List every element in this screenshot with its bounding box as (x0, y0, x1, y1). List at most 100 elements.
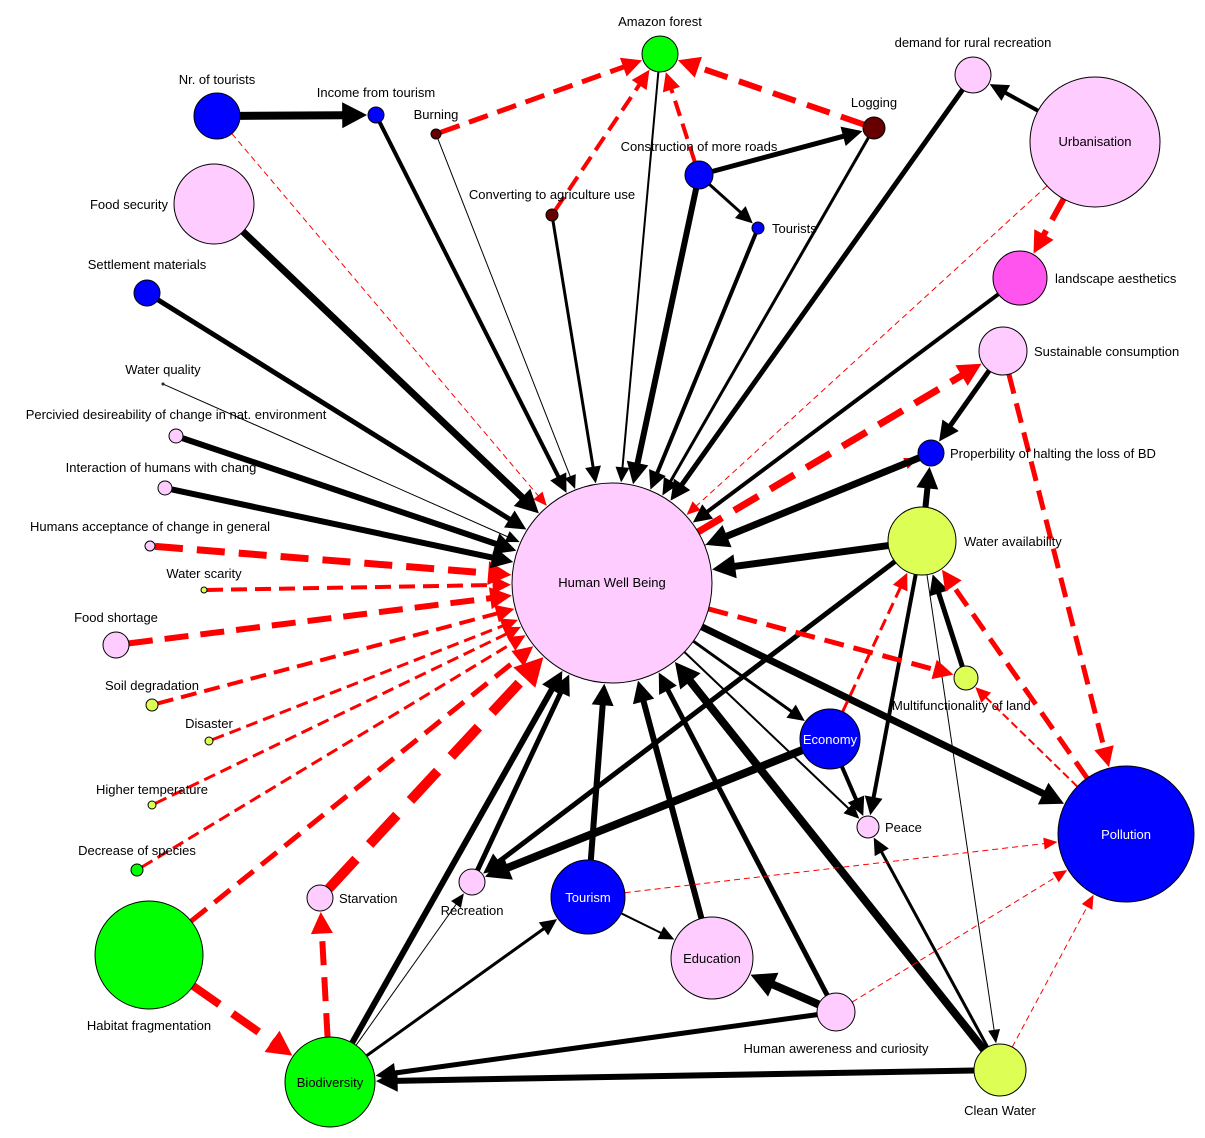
node-food-short[interactable] (102, 631, 130, 659)
node-pollution[interactable] (1057, 765, 1195, 903)
node-burning[interactable] (430, 128, 442, 140)
node-label-sust-cons: Sustainable consumption (1034, 344, 1179, 359)
arrowhead (1033, 229, 1054, 254)
node-label-habitat: Habitat fragmentation (87, 1018, 211, 1033)
node-biodiversity[interactable] (284, 1036, 376, 1128)
edge-line (190, 982, 276, 1046)
edge-tourism-to-hwb (587, 683, 614, 861)
node-water-quality[interactable] (161, 382, 165, 386)
node-label-burning: Burning (414, 107, 459, 122)
node-label-soil: Soil degradation (105, 678, 199, 693)
arrowhead (692, 504, 714, 523)
edge-line (708, 183, 743, 215)
edge-starvation-to-hwb (325, 657, 544, 892)
arrowhead (538, 919, 558, 936)
arrowhead (864, 795, 883, 816)
arrowhead (632, 680, 655, 705)
arrowhead (712, 554, 737, 579)
edge-line (157, 611, 500, 706)
arrowhead (657, 926, 675, 940)
node-higher-temp[interactable] (147, 800, 157, 810)
node-food-sec[interactable] (173, 163, 255, 245)
node-label-landscape: landscape aesthetics (1055, 271, 1177, 286)
node-perceived[interactable] (168, 428, 184, 444)
edge-line (664, 687, 830, 997)
node-label-converting: Converting to agriculture use (469, 187, 635, 202)
edge-line (654, 232, 758, 476)
edge-hwb-to-economy (692, 639, 805, 721)
node-awareness[interactable] (816, 992, 856, 1032)
edge-line (504, 746, 804, 873)
node-water-avail[interactable] (887, 506, 957, 576)
node-starvation[interactable] (306, 884, 334, 912)
node-label-tourism: Tourism (565, 890, 611, 905)
node-converting[interactable] (545, 208, 559, 222)
node-tourism[interactable] (550, 859, 626, 935)
node-income-tourism[interactable] (367, 106, 385, 124)
node-water-scarity[interactable] (200, 586, 208, 594)
arrowhead (989, 84, 1011, 101)
edge-converting-to-amazon (553, 69, 650, 212)
node-soil[interactable] (145, 698, 159, 712)
edge-hwb-to-sust-cons (696, 363, 982, 535)
edge-perceived-to-hwb (181, 435, 517, 555)
node-clean-water[interactable] (973, 1043, 1027, 1097)
node-multifunc[interactable] (953, 665, 979, 691)
edge-income-tourism-to-hwb (377, 121, 567, 493)
node-recreation[interactable] (458, 868, 486, 896)
edge-habitat-to-hwb (189, 646, 534, 924)
edge-line (624, 842, 1047, 894)
arrowhead (931, 659, 954, 680)
node-education[interactable] (670, 916, 754, 1000)
node-label-nr-tourists: Nr. of tourists (179, 72, 256, 87)
edge-line (947, 369, 992, 429)
node-logging[interactable] (862, 116, 886, 140)
node-tourists[interactable] (751, 221, 765, 235)
node-amazon[interactable] (641, 35, 679, 73)
nodes-layer (94, 35, 1195, 1128)
arrowhead (686, 501, 701, 515)
node-label-food-sec: Food security (90, 197, 169, 212)
node-prop-halt[interactable] (917, 439, 945, 467)
edge-line (587, 703, 606, 861)
arrowhead (591, 683, 614, 707)
node-roads[interactable] (684, 160, 714, 190)
arrowhead (564, 474, 576, 489)
node-interaction[interactable] (157, 480, 173, 496)
edge-sust-cons-to-prop-halt (939, 369, 992, 442)
node-label-disaster: Disaster (185, 716, 233, 731)
arrowhead (988, 1028, 1001, 1044)
edge-roads-to-hwb (626, 188, 700, 485)
edge-clean-water-to-biodiversity (375, 1067, 975, 1092)
node-urbanisation[interactable] (1029, 76, 1161, 208)
node-peace[interactable] (856, 815, 880, 839)
node-economy[interactable] (799, 708, 861, 770)
arrowhead (662, 72, 681, 93)
arrowhead (786, 704, 805, 721)
node-decrease-species[interactable] (130, 863, 144, 877)
node-habitat[interactable] (94, 900, 204, 1010)
node-hwb[interactable] (511, 482, 713, 684)
edge-biodiversity-to-recreation (355, 893, 464, 1046)
node-sust-cons[interactable] (978, 326, 1028, 376)
edge-logging-to-amazon (677, 56, 865, 128)
arrowhead (677, 56, 702, 78)
node-demand-rural[interactable] (954, 56, 992, 94)
arrowhead (375, 1063, 397, 1083)
node-settlement[interactable] (133, 279, 161, 307)
node-humans-accept[interactable] (144, 540, 156, 552)
edge-line (704, 292, 1000, 515)
edge-food-sec-to-hwb (240, 229, 539, 514)
edge-pollution-to-multifunc (975, 687, 1079, 788)
node-nr-tourists[interactable] (193, 92, 241, 140)
edge-line (377, 121, 561, 480)
node-disaster[interactable] (204, 736, 214, 746)
node-label-amazon: Amazon forest (618, 14, 702, 29)
edge-multifunc-to-water-avail (929, 574, 965, 668)
edge-line (154, 542, 491, 577)
node-landscape[interactable] (992, 250, 1048, 306)
edge-disaster-to-hwb (212, 618, 518, 741)
arrowhead (873, 837, 889, 857)
edge-line (841, 585, 903, 713)
